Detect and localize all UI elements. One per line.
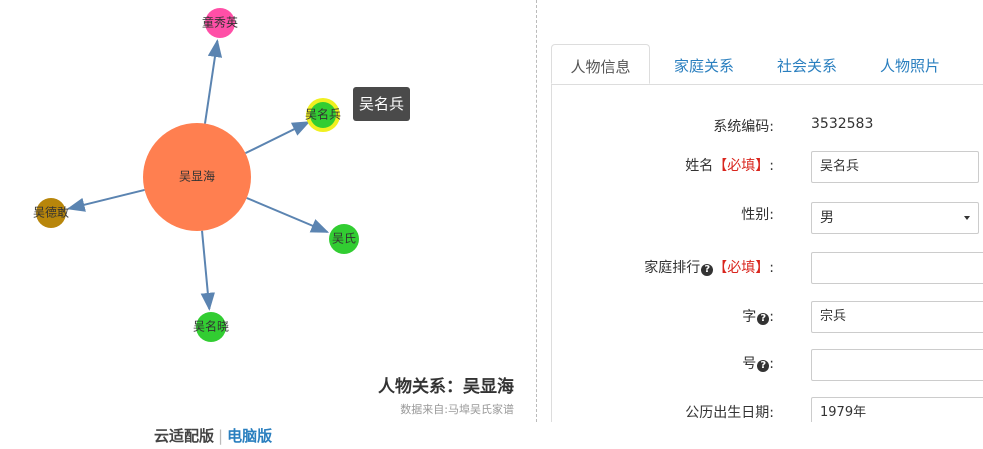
node-label: 吴名兵 [305,107,341,122]
relative-node[interactable]: 吴氏 [329,224,359,254]
relationship-graph: 吴显海 童秀英吴名兵吴德敢吴氏吴名晓 吴名兵 人物关系：吴显海 数据来自:马埠吴氏… [33,8,514,416]
family-rank-label-text: 家庭排行 [644,260,701,276]
family-rank-label: 家庭排行?【必填】: [644,257,774,277]
courtesy-name-input[interactable]: 宗兵 [811,301,983,333]
name-input[interactable]: 吴名兵 [811,151,979,183]
help-circle-icon[interactable]: ? [701,264,714,276]
node-label: 吴名晓 [193,319,229,334]
graph-title: 人物关系：吴显海 [378,377,514,397]
name-label-colon: : [769,158,774,174]
gender-select[interactable]: 男 [811,202,979,234]
art-name-label-colon: : [769,356,774,372]
name-label-text: 姓名 [685,158,714,174]
art-name-input[interactable] [811,349,983,381]
desktop-version-link[interactable]: 电脑版 [227,427,273,445]
courtesy-name-label: 字?: [742,306,774,326]
courtesy-name-label-text: 字 [742,309,757,325]
art-name-label: 号?: [742,353,774,373]
node-label: 吴氏 [332,232,356,246]
required-mark: 【必填】 [713,158,770,174]
node-circle [329,224,359,254]
relative-node[interactable]: 吴名兵 [305,98,341,132]
person-info-panel: 人物信息 家庭关系 社会关系 人物照片 系统编码: 3532583 姓名【必填】… [551,44,983,422]
caret-down-icon [964,216,970,220]
graph-source: 数据来自:马埠吴氏家谱 [400,403,514,416]
gender-label: 性别: [741,207,774,223]
help-circle-icon[interactable]: ? [757,313,770,325]
node-circle [310,102,336,128]
relative-node[interactable]: 童秀英 [202,8,238,38]
art-name-label-text: 号 [742,356,757,372]
version-switcher: 云适配版|电脑版 [154,425,272,446]
system-code-label: 系统编码: [713,119,774,135]
node-circle [36,198,66,228]
relative-node[interactable]: 吴名晓 [193,312,229,342]
birth-date-label: 公历出生日期: [685,405,774,421]
relation-edge [200,230,215,311]
gender-selected-value: 男 [820,210,834,226]
family-rank-input[interactable] [811,252,983,284]
node-label: 吴德敢 [33,205,69,220]
node-circle [196,312,226,342]
relation-edge [245,121,311,155]
family-rank-label-colon: : [769,260,774,276]
mobile-version-label: 云适配版 [154,427,215,445]
required-mark: 【必填】 [713,260,770,276]
center-person-node[interactable]: 吴显海 [143,123,251,231]
relative-node[interactable]: 吴德敢 [33,198,69,228]
footer-separator: | [218,427,224,445]
node-label: 童秀英 [202,15,238,30]
node-circle [205,8,235,38]
tab-person-photos[interactable]: 人物照片 [879,57,940,75]
tab-family-relations[interactable]: 家庭关系 [673,57,734,75]
person-info-form: 系统编码: 3532583 姓名【必填】: 吴名兵 性别: 男 家庭排行?【必填… [551,85,983,422]
relation-edge [66,188,145,212]
node-circle [143,123,251,231]
relation-edge [246,197,330,233]
help-circle-icon[interactable]: ? [757,360,770,372]
node-tooltip: 吴名兵 [353,87,411,121]
panel-divider [536,0,537,422]
node-label: 吴显海 [179,169,215,184]
system-code-value: 3532583 [811,116,874,132]
tab-social-relations[interactable]: 社会关系 [776,57,837,75]
relation-edge [203,39,223,124]
name-label: 姓名【必填】: [685,155,774,175]
courtesy-name-label-colon: : [769,309,774,325]
tab-person-info[interactable]: 人物信息 [551,44,650,84]
birth-date-input[interactable]: 1979年 [811,397,983,422]
tab-bar: 人物信息 家庭关系 社会关系 人物照片 [551,44,983,85]
